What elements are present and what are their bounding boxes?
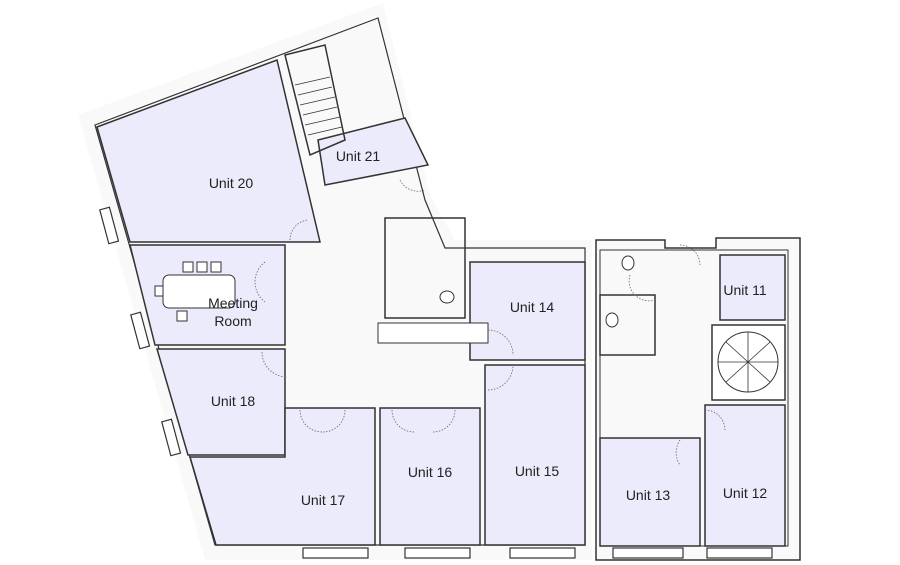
unit-17-label: Unit 17 bbox=[301, 492, 346, 508]
meeting-table bbox=[154, 261, 236, 322]
meeting-room-label-line2: Room bbox=[214, 313, 251, 329]
kitchen-counter bbox=[377, 322, 489, 344]
windows[interactable] bbox=[99, 206, 773, 559]
unit-12-area[interactable] bbox=[704, 404, 786, 547]
wc-west bbox=[384, 217, 466, 319]
unit-21-area[interactable] bbox=[317, 117, 430, 186]
wc-east bbox=[599, 294, 656, 356]
meeting-room-label: Meeting bbox=[208, 295, 258, 311]
unit-16-label: Unit 16 bbox=[408, 464, 453, 480]
unit-21-label: Unit 21 bbox=[336, 148, 381, 164]
toilet-icon bbox=[605, 312, 619, 328]
unit-18-label: Unit 18 bbox=[211, 393, 256, 409]
stairs bbox=[284, 44, 346, 157]
unit-13-area[interactable] bbox=[599, 437, 701, 547]
unit-20-area[interactable] bbox=[96, 59, 321, 243]
unit-14-label: Unit 14 bbox=[510, 299, 555, 315]
spiral-staircase bbox=[711, 324, 786, 401]
unit-11-label: Unit 11 bbox=[723, 282, 767, 298]
unit-15-area[interactable] bbox=[484, 364, 586, 546]
unit-12-label: Unit 12 bbox=[723, 485, 768, 501]
toilet-icon bbox=[621, 255, 635, 271]
toilet-icon bbox=[439, 290, 455, 304]
unit-16-area[interactable] bbox=[379, 407, 481, 546]
unit-11-area[interactable] bbox=[719, 254, 786, 321]
unit-14-area[interactable] bbox=[469, 261, 586, 361]
unit-15-label: Unit 15 bbox=[515, 463, 560, 479]
unit-17-area[interactable] bbox=[188, 407, 376, 546]
unit-13-label: Unit 13 bbox=[626, 487, 671, 503]
unit-20-label: Unit 20 bbox=[209, 175, 254, 191]
door-swings bbox=[254, 179, 726, 466]
